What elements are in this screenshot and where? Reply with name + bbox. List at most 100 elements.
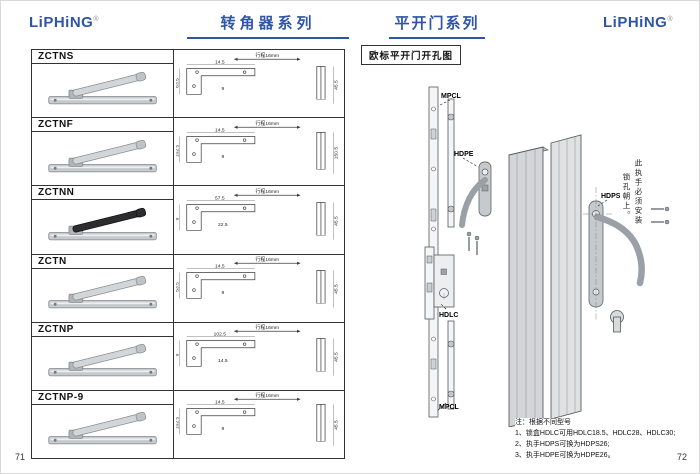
drive-bar: [47, 436, 157, 445]
product-photo-wrap: [32, 132, 173, 185]
vertical-annotation: 锁孔朝上。: [622, 173, 631, 221]
label-hdlc: HDLC: [439, 312, 458, 319]
note-line: 1、锁盒HDLC可用HDLC18.5、HDLC28、HDLC30;: [515, 429, 676, 437]
product-code: ZCTNN: [32, 186, 173, 201]
dimension-line: [234, 57, 301, 61]
bracket-outline: [186, 272, 256, 299]
registered-mark: ®: [667, 16, 673, 23]
svg-text:150.5: 150.5: [333, 146, 339, 159]
svg-text:45.5: 45.5: [333, 420, 339, 430]
product-cell: ZCTNN: [32, 186, 174, 254]
brand-logo-right: LiPHiNG®: [603, 14, 673, 31]
product-drawing-cell: 行程16mm 57.5 9 45.5 22.5: [174, 186, 344, 253]
svg-text:102.5: 102.5: [214, 332, 227, 338]
technical-drawing: 行程16mm 102.5 9 45.5 14.5: [176, 324, 339, 376]
product-drawing-cell: 行程16mm 14.5 102.5 150.5 9: [174, 118, 344, 185]
label-hdpe: HDPE: [454, 151, 474, 158]
note-line: 注：根据不同型号: [515, 419, 571, 426]
brand-logo-left: LiPHiNG®: [29, 14, 99, 31]
drive-bar: [47, 163, 157, 172]
technical-drawing: 行程16mm 14.5 53.5 45.5 9: [176, 256, 339, 308]
lever-handle: [68, 276, 146, 303]
frame-profile: [550, 134, 582, 420]
svg-text:9: 9: [176, 217, 180, 220]
euro-cylinder: [610, 310, 624, 333]
product-cell: ZCTNF: [32, 118, 174, 186]
leader-lines: [436, 99, 608, 412]
product-code: ZCTNP-9: [32, 391, 173, 405]
svg-text:45.5: 45.5: [333, 216, 339, 226]
bracket-outline: [186, 408, 256, 436]
corner-drive-photo: [47, 139, 157, 172]
product-row: ZCTNN 行程16mm 57.5 9 45.5: [32, 186, 344, 255]
product-cell: ZCTNP-9: [32, 390, 174, 459]
svg-text:9: 9: [221, 86, 224, 92]
page-number-left: 71: [15, 452, 26, 462]
svg-text:14.5: 14.5: [215, 263, 225, 269]
dimension-line: [234, 193, 301, 197]
svg-text:行程16mm: 行程16mm: [255, 393, 279, 400]
svg-text:行程16mm: 行程16mm: [255, 52, 279, 59]
hdpe-handle: [459, 161, 492, 228]
drive-bar: [47, 95, 157, 104]
svg-text:行程16mm: 行程16mm: [255, 120, 279, 127]
product-code: ZCTN: [32, 255, 173, 269]
door-exploded-diagram: MPCL HDPE HDPS HDLC MPCL: [424, 86, 670, 427]
product-photo-wrap: [32, 269, 173, 322]
drive-bar: [47, 368, 157, 377]
svg-text:行程16mm: 行程16mm: [255, 256, 279, 263]
product-row: ZCTNP-9 行程16mm 14.5 102.5 4: [32, 390, 344, 459]
mortise-lock: [424, 246, 455, 320]
technical-drawing: 行程16mm 14.5 102.5 45.5 9: [176, 393, 339, 447]
product-cell: ZCTNP: [32, 322, 174, 390]
dimension-line: [234, 398, 301, 402]
note-line: 3、执手HDPE可换为HDPE26。: [515, 451, 615, 459]
svg-text:57.5: 57.5: [215, 195, 225, 201]
screws: [466, 206, 670, 255]
svg-text:9: 9: [221, 154, 224, 160]
lever-handle: [68, 412, 146, 440]
left-page-title: 转角器系列: [187, 12, 349, 39]
drive-rod: [447, 98, 455, 410]
corner-drive-photo: [47, 344, 157, 377]
bracket-outline: [186, 204, 256, 231]
note-line: 2、执手HDPS可换为HDPS26;: [515, 440, 610, 448]
svg-text:45.5: 45.5: [333, 284, 339, 294]
lever-handle: [68, 71, 146, 99]
svg-text:63.5: 63.5: [176, 77, 180, 87]
lever-handle: [68, 207, 146, 235]
corner-drive-product-table: ZCTNS 行程16mm 14.5 63.5 45.5: [31, 49, 345, 459]
dimension-line: [234, 261, 301, 265]
corner-guide: [313, 404, 329, 447]
svg-text:53.5: 53.5: [176, 282, 180, 292]
vertical-annotation: 此执手必须安装: [634, 159, 643, 226]
technical-drawing: 行程16mm 57.5 9 45.5 22.5: [176, 188, 339, 240]
product-row: ZCTNP 行程16mm 102.5 9 45.5: [32, 322, 344, 391]
svg-text:14.5: 14.5: [218, 358, 228, 364]
product-photo-wrap: [32, 64, 173, 117]
product-code: ZCTNF: [32, 118, 173, 133]
product-cell: ZCTN: [32, 254, 174, 322]
svg-text:45.5: 45.5: [333, 80, 339, 90]
svg-text:45.5: 45.5: [333, 352, 339, 362]
brand-name: LiPHiNG: [602, 14, 668, 31]
corner-guide: [313, 270, 329, 308]
corner-guide: [313, 131, 329, 174]
product-row: ZCTNF 行程16mm 14.5 102.5 150: [32, 118, 344, 187]
brand-name: LiPHiNG: [29, 14, 94, 31]
corner-guide: [313, 202, 329, 240]
technical-drawing: 行程16mm 14.5 63.5 45.5 9: [176, 52, 339, 104]
page-number-right: 72: [676, 452, 687, 462]
sash-profile: [508, 146, 549, 427]
svg-text:14.5: 14.5: [215, 400, 225, 406]
dimension-line: [234, 329, 301, 334]
svg-text:9: 9: [221, 427, 224, 433]
right-page-title: 平开门系列: [389, 12, 485, 39]
product-code: ZCTNP: [32, 323, 173, 337]
model-notes: 注：根据不同型号 1、锁盒HDLC可用HDLC18.5、HDLC28、HDLC3…: [515, 418, 687, 462]
bracket-outline: [186, 340, 256, 367]
product-cell: ZCTNS: [32, 50, 174, 118]
drive-bar: [47, 300, 157, 309]
corner-drive-photo: [47, 207, 157, 241]
